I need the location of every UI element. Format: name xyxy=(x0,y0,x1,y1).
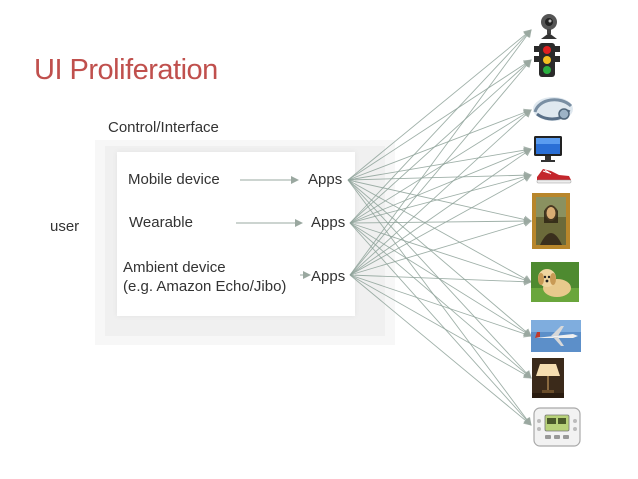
airplane-icon xyxy=(531,320,581,352)
apps-label-ambient: Apps xyxy=(311,268,346,285)
lamp-icon xyxy=(532,358,564,398)
apps-label-wearable: Apps xyxy=(311,214,346,231)
mona-lisa-painting-icon xyxy=(532,193,570,249)
slide-title: UI Proliferation xyxy=(34,54,218,86)
stethoscope-icon xyxy=(531,94,575,124)
traffic-light-icon xyxy=(533,42,561,78)
device-label-mobile: Mobile device xyxy=(128,171,220,188)
apps-label-mobile: Apps xyxy=(308,171,343,188)
monitor-icon xyxy=(533,134,563,164)
devices-panel xyxy=(117,152,355,316)
device-label-ambient-example: (e.g. Amazon Echo/Jibo) xyxy=(123,278,287,295)
control-interface-label: Control/Interface xyxy=(108,119,219,136)
puppy-icon xyxy=(531,262,579,302)
device-label-ambient: Ambient device xyxy=(123,259,226,276)
user-label: user xyxy=(50,218,80,235)
thermostat-icon xyxy=(533,407,581,447)
device-label-wearable: Wearable xyxy=(129,214,193,231)
webcam-icon xyxy=(536,12,562,40)
sneaker-icon xyxy=(535,165,573,185)
